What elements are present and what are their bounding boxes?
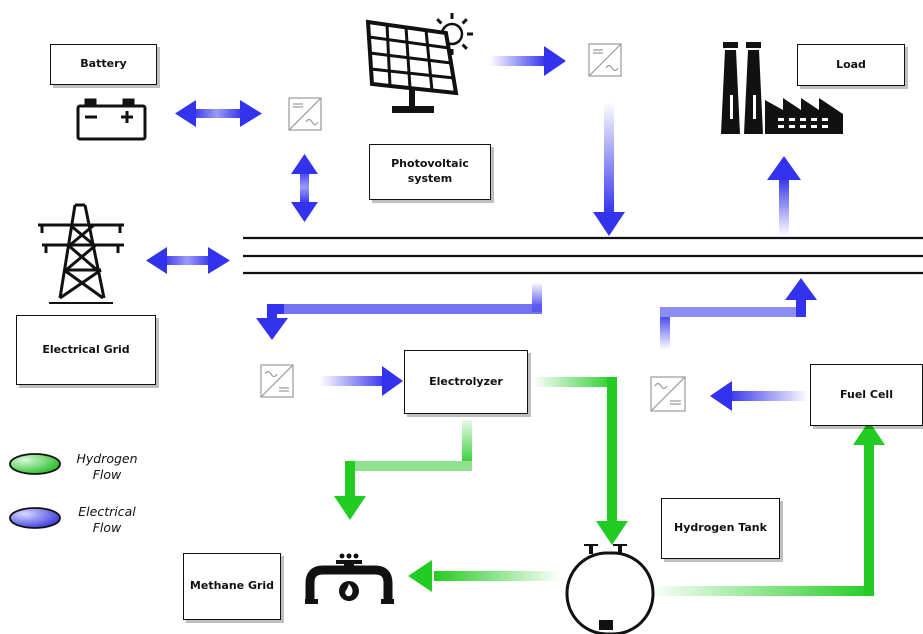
- transmission-tower-icon: [38, 203, 124, 304]
- converter-bus-up-flow: [660, 278, 817, 350]
- battery-icon: [76, 98, 147, 141]
- fuelcell-converter-flow: [710, 381, 808, 411]
- hydrogen-tank-icon: [565, 544, 655, 634]
- tank-methane-flow: [408, 560, 562, 592]
- battery-label-box: Battery: [50, 44, 157, 85]
- load-label-box: Load: [797, 44, 905, 86]
- methane-grid-label-box: Methane Grid: [183, 553, 281, 620]
- solar-panel-icon: [365, 13, 473, 113]
- converter-icon: [288, 97, 322, 131]
- electrical-legend-label: Electrical Flow: [78, 504, 136, 536]
- hydrogen-legend-label: Hydrogen Flow: [76, 451, 138, 483]
- converter-bus-flow: [291, 154, 318, 222]
- gas-pipe-icon: [305, 553, 394, 604]
- hydrogen-legend-swatch: [9, 453, 61, 475]
- electrical-grid-label-box: Electrical Grid: [16, 315, 156, 385]
- electrolyzer-label-box: Electrolyzer: [404, 350, 528, 414]
- converter-bus-down-flow: [593, 102, 625, 236]
- converter-icon: [588, 43, 622, 77]
- fuel-cell-label-box: Fuel Cell: [810, 364, 923, 426]
- converter-electrolyzer-flow: [320, 366, 403, 396]
- bus-electrolyzer-converter-flow: [256, 282, 542, 340]
- electrical-bus: [243, 236, 923, 275]
- bus-load-flow: [767, 156, 801, 236]
- grid-bus-flow: [146, 247, 230, 274]
- battery-converter-flow: [175, 100, 262, 127]
- converter-icon: [260, 364, 294, 398]
- electrolyzer-methane-flow: [334, 420, 472, 520]
- hydrogen-tank-label-box: Hydrogen Tank: [661, 498, 780, 559]
- converter-icon: [650, 376, 686, 412]
- tank-fuelcell-flow: [648, 421, 885, 596]
- factory-icon: [721, 42, 843, 134]
- photovoltaic-label-box: Photovoltaic system: [369, 144, 491, 200]
- electrical-legend-swatch: [9, 507, 61, 529]
- pv-converter-flow: [490, 46, 566, 76]
- electrolyzer-tank-flow: [532, 377, 628, 545]
